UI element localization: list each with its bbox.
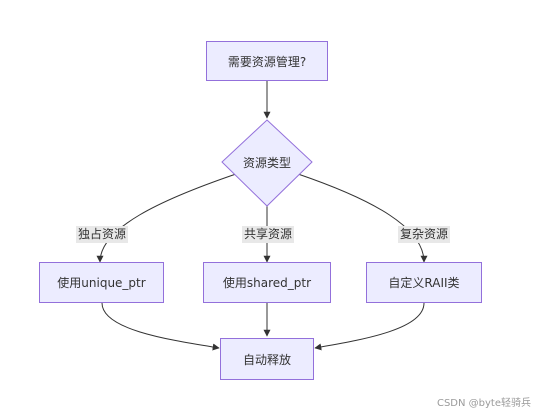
edge-label-complex-resource: 复杂资源: [398, 226, 451, 243]
node-need-resource-management: 需要资源管理?: [206, 41, 328, 81]
edge-raii-to-release: [314, 302, 425, 351]
node-custom-raii-class: 自定义RAII类: [366, 262, 482, 303]
node-need-resource-management-label: 需要资源管理?: [227, 54, 307, 69]
node-auto-release: 自动释放: [220, 338, 314, 380]
edge-unique-to-release: [101, 302, 220, 351]
node-auto-release-label: 自动释放: [242, 352, 291, 367]
node-use-shared-ptr: 使用shared_ptr: [203, 262, 331, 303]
edge-label-exclusive-resource: 独占资源: [76, 226, 129, 243]
edge-decision-to-unique: [96, 173, 237, 263]
decision-diamond: [221, 119, 313, 207]
node-use-shared-ptr-label: 使用shared_ptr: [222, 276, 312, 290]
node-use-unique-ptr: 使用unique_ptr: [39, 262, 164, 303]
node-use-unique-ptr-label: 使用unique_ptr: [57, 276, 146, 290]
node-resource-type: 资源类型: [222, 150, 312, 174]
node-resource-type-label: 资源类型: [242, 155, 291, 170]
node-custom-raii-class-label: 自定义RAII类: [388, 276, 460, 290]
edge-decision-to-raii: [297, 173, 428, 263]
watermark: CSDN @byte轻骑兵: [436, 398, 531, 409]
edge-label-shared-resource: 共享资源: [242, 226, 295, 243]
